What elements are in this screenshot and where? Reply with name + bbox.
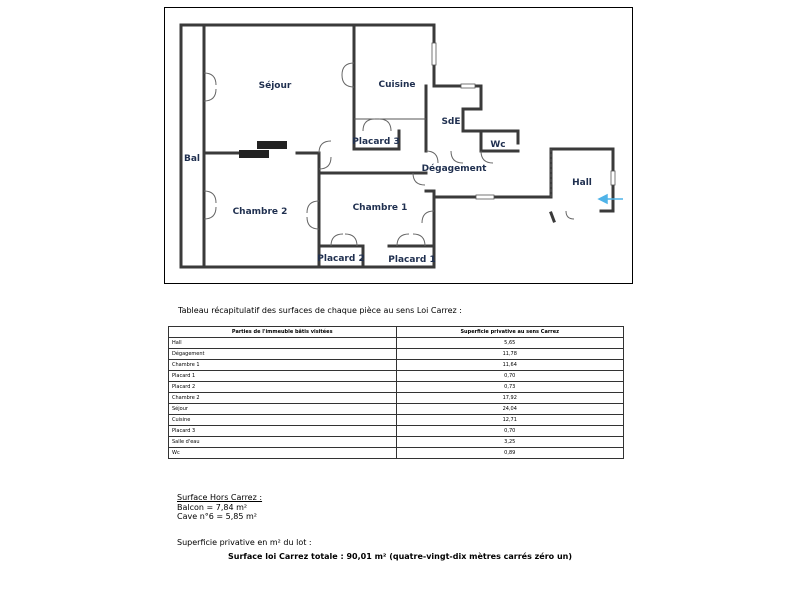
door-swing — [378, 118, 392, 132]
room-label-sde: SdE — [441, 117, 460, 127]
wall-sejour-south-2 — [295, 151, 321, 193]
column-header: Parties de l'immeuble bâtis visitées — [168, 326, 397, 338]
door-swing — [306, 200, 320, 214]
room-cell: Hall — [168, 337, 397, 349]
room-cell: Wc — [168, 447, 397, 459]
column-header: Superficie privative au sens Carrez — [395, 326, 624, 338]
door-swing — [396, 233, 410, 247]
door-swing — [318, 156, 332, 170]
door-swing — [421, 210, 435, 224]
wall-outer-north — [179, 23, 436, 88]
window — [460, 83, 476, 89]
door-swing — [203, 206, 217, 220]
room-label-chambre1: Chambre 1 — [353, 203, 408, 213]
door-swing — [306, 216, 320, 230]
room-cell: Placard 2 — [168, 381, 397, 393]
room-label-placard1: Placard 1 — [388, 255, 435, 265]
surface-table: Parties de l'immeuble bâtis visitées Sup… — [168, 326, 624, 459]
area-cell: 0,89 — [395, 447, 624, 459]
door-swing — [480, 150, 494, 164]
room-label-degagement: Dégagement — [422, 163, 488, 174]
room-cell: Salle d'eau — [168, 436, 397, 448]
entry-arrow-icon — [597, 193, 623, 205]
door-swing — [412, 233, 426, 247]
wall-placard3 — [352, 129, 401, 151]
door-swing — [362, 118, 376, 132]
wall-hall-south — [549, 211, 556, 223]
room-cell: Cuisine — [168, 414, 397, 426]
room-cell: Dégagement — [168, 348, 397, 360]
total-surface: Surface loi Carrez totale : 90,01 m² (qu… — [227, 552, 572, 561]
room-label-bal: Bal — [184, 154, 200, 164]
room-label-chambre2: Chambre 2 — [233, 207, 288, 217]
lot-caption: Superficie privative en m² du lot : — [177, 538, 312, 547]
room-label-placard2: Placard 2 — [317, 254, 364, 264]
wall-sde — [432, 84, 520, 145]
area-cell: 12,71 — [395, 414, 624, 426]
window — [610, 170, 616, 186]
door-swing — [425, 150, 439, 164]
door-swing — [203, 190, 217, 204]
area-cell: 24,04 — [395, 403, 624, 415]
room-label-sejour: Séjour — [259, 80, 292, 91]
room-cell: Placard 3 — [168, 425, 397, 437]
radiator — [257, 141, 287, 149]
window — [475, 194, 495, 200]
area-cell: 0,70 — [395, 370, 624, 382]
door-swing — [450, 150, 464, 164]
area-cell: 17,92 — [395, 392, 624, 404]
door-swing — [341, 74, 355, 88]
area-cell: 5,65 — [395, 337, 624, 349]
door-swing — [344, 233, 358, 247]
table-header-row: Parties de l'immeuble bâtis visitées Sup… — [168, 326, 624, 338]
hors-carrez-line-cave: Cave n°6 = 5,85 m² — [177, 512, 257, 521]
wall-placard2 — [317, 244, 365, 269]
area-cell: 0,70 — [395, 425, 624, 437]
door-swing — [565, 210, 575, 220]
table-caption: Tableau récapitulatif des surfaces de ch… — [178, 306, 462, 315]
door-swing — [330, 233, 344, 247]
room-label-cuisine: Cuisine — [378, 80, 415, 90]
door-swing — [203, 88, 217, 102]
area-cell: 3,25 — [395, 436, 624, 448]
floor-plan: Séjour Cuisine SdE Wc Placard 3 Dégageme… — [179, 23, 623, 269]
hors-carrez-block: Surface Hors Carrez : Balcon = 7,84 m² C… — [177, 493, 262, 522]
room-label-hall: Hall — [572, 178, 592, 188]
area-cell: 0,73 — [395, 381, 624, 393]
radiator — [239, 150, 269, 158]
floor-plan-frame: Séjour Cuisine SdE Wc Placard 3 Dégageme… — [164, 7, 633, 284]
area-cell: 11,64 — [395, 359, 624, 371]
room-cell: Séjour — [168, 403, 397, 415]
door-swing — [341, 62, 355, 76]
window — [431, 42, 437, 66]
room-cell: Chambre 2 — [168, 392, 397, 404]
door-swing — [318, 140, 332, 154]
hors-carrez-title: Surface Hors Carrez : — [177, 493, 263, 502]
door-swing — [412, 172, 426, 186]
wall-outer-west — [179, 23, 436, 269]
area-cell: 11,78 — [395, 348, 624, 360]
room-cell: Placard 1 — [168, 370, 397, 382]
room-label-wc: Wc — [490, 140, 505, 150]
hors-carrez-line-balcon: Balcon = 7,84 m² — [177, 502, 248, 512]
door-swing — [203, 72, 217, 86]
room-cell: Chambre 1 — [168, 359, 397, 371]
room-label-placard3: Placard 3 — [352, 137, 399, 147]
